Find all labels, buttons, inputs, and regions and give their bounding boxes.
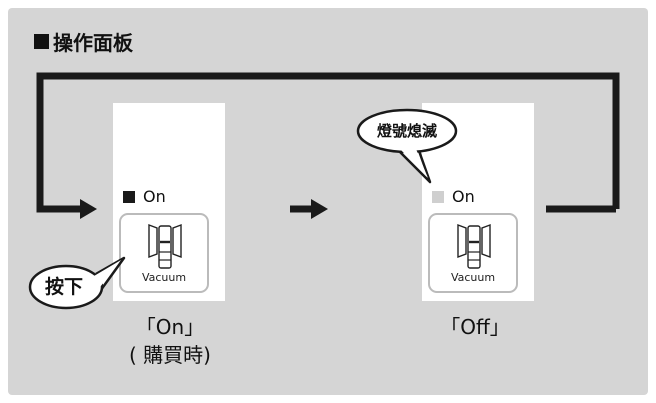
press-callout-text: 按下 [44,276,83,298]
cycle-loop-line [36,72,620,213]
indicator-label: On [143,187,166,206]
state-on-note: ( 購買時) [129,343,211,367]
blink-off-callout-text: 燈號熄滅 [376,122,437,140]
indicator-light-unlit [432,190,444,203]
state-on-caption: 「On」 ( 購買時) [100,313,240,369]
vacuum-button[interactable]: Vacuum [428,213,518,293]
on-indicator: On [123,187,166,206]
vacuum-button-label: Vacuum [141,271,187,284]
blink-callout-tail-cover [400,149,428,178]
control-panel-on: On Vacuum [113,103,225,301]
vacuum-seal-icon [148,223,182,269]
press-callout-bubble-body [28,264,104,310]
state-off-label: 「Off」 [440,315,510,339]
state-on-label: 「On」 [135,315,205,339]
square-bullet-icon [34,34,49,49]
indicator-light-lit [123,190,135,203]
transition-arrowhead [311,199,328,219]
arrowhead-to-on-panel [80,199,97,219]
on-indicator: On [432,187,475,206]
figure-title: 操作面板 [34,27,133,56]
vacuum-seal-icon [457,223,491,269]
state-off-caption: 「Off」 [405,313,545,341]
vacuum-button[interactable]: Vacuum [119,213,209,293]
press-callout-tail-cover [94,260,121,291]
blink-callout-tail [397,147,432,184]
indicator-label: On [452,187,475,206]
vacuum-button-label: Vacuum [450,271,496,284]
figure-title-text: 操作面板 [53,31,133,55]
